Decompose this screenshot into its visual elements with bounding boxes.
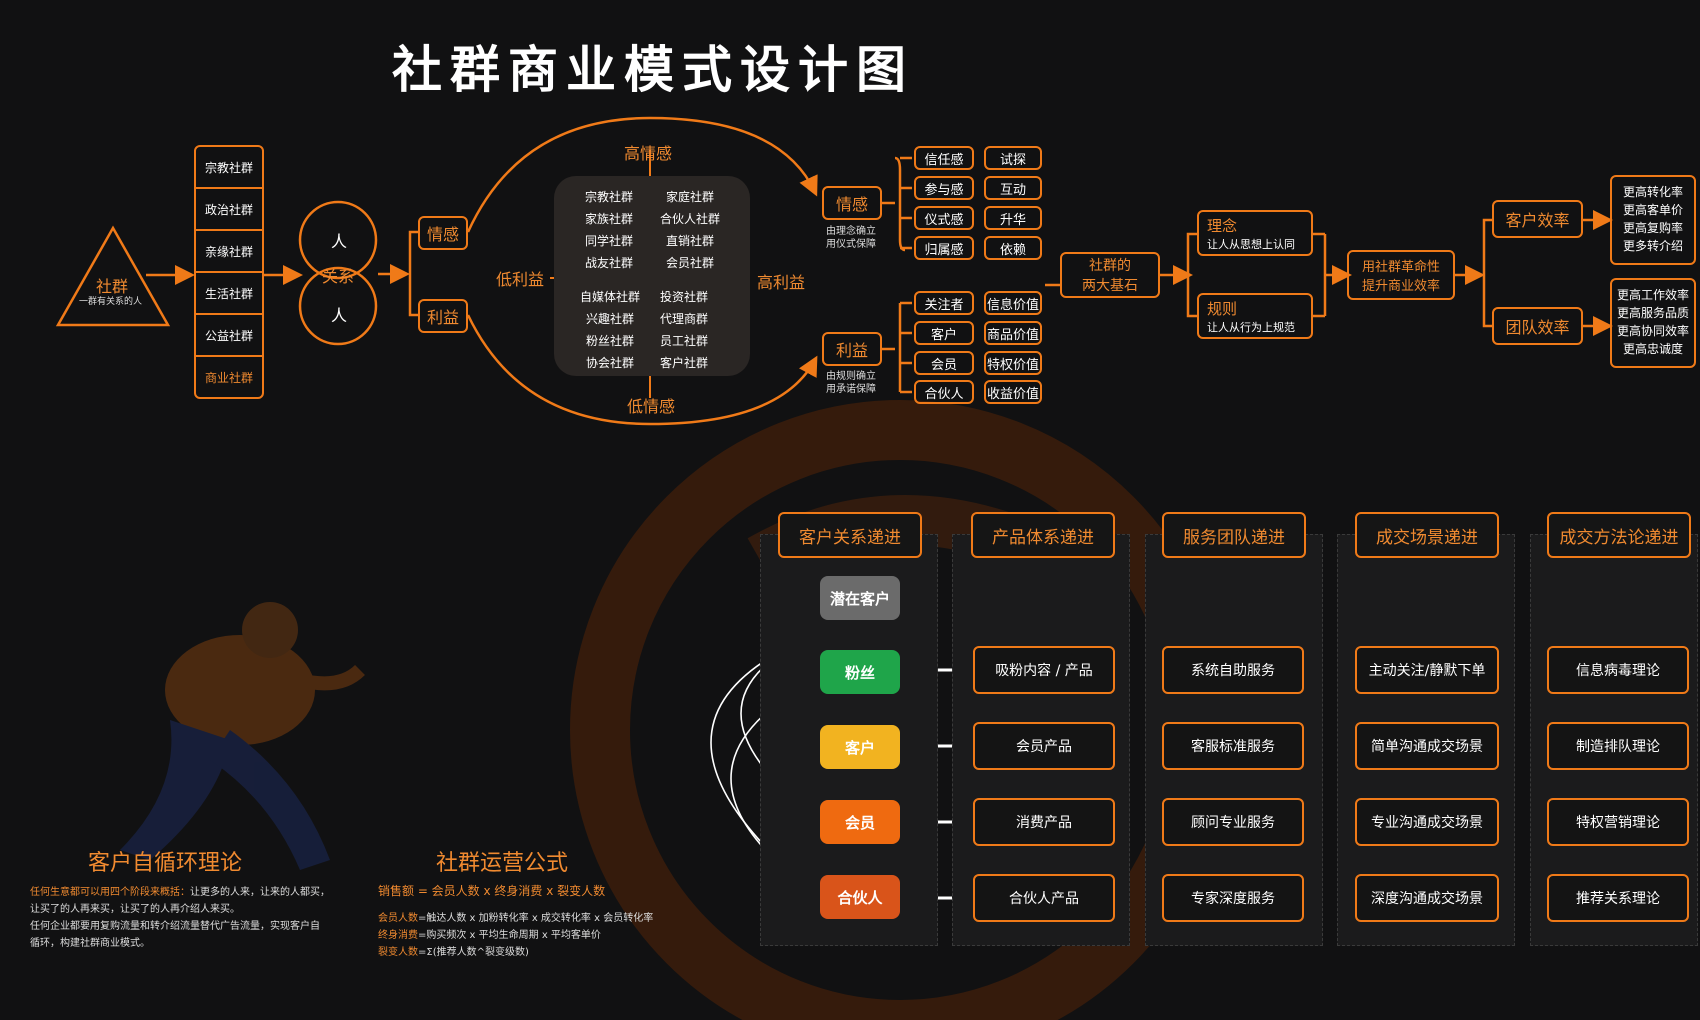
rule-box: 规则 让人从行为上规范: [1197, 293, 1313, 339]
column-head-service: 服务团队递进: [1162, 512, 1306, 558]
interest-pair-right: 信息价值: [984, 291, 1042, 315]
interest-note: 由规则确立用承诺保障: [826, 371, 876, 395]
scene-item: 专业沟通成交场景: [1355, 798, 1499, 846]
service-item: 客服标准服务: [1162, 722, 1304, 770]
interest-pair-left: 客户: [914, 321, 974, 345]
quadrant-tr: 家庭社群合伙人社群直销社群会员社群: [660, 190, 721, 270]
service-item: 系统自助服务: [1162, 646, 1304, 694]
community-types-list: 宗教社群 政治社群 亲缘社群 生活社群 公益社群 商业社群: [194, 145, 264, 399]
team-efficiency-box: 团队效率: [1492, 307, 1583, 345]
interest-box: 利益: [418, 299, 468, 333]
emotion-note: 由理念确立用仪式保障: [826, 226, 876, 250]
node-customer: 客户: [820, 725, 900, 769]
revolution-box: 用社群革命性提升商业效率: [1347, 250, 1455, 300]
low-interest-label: 低利益: [496, 270, 545, 289]
node-member: 会员: [820, 800, 900, 844]
foundation-box: 社群的两大基石: [1060, 252, 1160, 298]
product-item: 会员产品: [973, 722, 1115, 770]
node-partner: 合伙人: [820, 875, 900, 919]
person-top: 人: [331, 232, 348, 251]
team-efficiency-list: 更高工作效率更高服务品质更高协同效率更高忠诚度: [1610, 278, 1696, 368]
type-item: 生活社群: [196, 273, 262, 315]
interest-pair-right: 商品价值: [984, 321, 1042, 345]
type-item: 公益社群: [196, 315, 262, 357]
person-bottom: 人: [331, 306, 348, 325]
type-item: 商业社群: [204, 370, 253, 385]
interest-pair-left: 关注者: [914, 291, 974, 315]
customer-efficiency-list: 更高转化率更高客单价更高复购率更多转介绍: [1610, 175, 1696, 265]
interest-pair-right: 收益价值: [984, 380, 1042, 404]
loop-theory-title: 客户自循环理论: [88, 851, 243, 876]
emotion-box: 情感: [418, 216, 468, 250]
service-item: 顾问专业服务: [1162, 798, 1304, 846]
low-emotion-label: 低情感: [627, 397, 676, 416]
high-emotion-label: 高情感: [624, 144, 673, 163]
customer-efficiency-box: 客户效率: [1492, 200, 1583, 238]
node-potential-customer: 潜在客户: [820, 576, 900, 620]
formula-title: 社群运营公式: [436, 851, 569, 876]
service-item: 专家深度服务: [1162, 874, 1304, 922]
scene-item: 主动关注/静默下单: [1355, 646, 1499, 694]
interest-pair-left: 合伙人: [914, 380, 974, 404]
formula-details: 会员人数=触达人数 x 加粉转化率 x 成交转化率 x 会员转化率 终身消费=购…: [378, 913, 654, 958]
emotion-pair-left: 仪式感: [914, 206, 974, 230]
emotion-pair-right: 试探: [984, 146, 1042, 170]
community-sub: 一群有关系的人: [79, 297, 143, 307]
quadrant-bl: 自媒体社群兴趣社群粉丝社群协会社群: [580, 290, 641, 370]
product-item: 吸粉内容 / 产品: [973, 646, 1115, 694]
type-item: 亲缘社群: [196, 231, 262, 273]
method-item: 制造排队理论: [1547, 722, 1689, 770]
quadrant-tl: 宗教社群家族社群同学社群战友社群: [585, 190, 634, 270]
emotion-pair-left: 归属感: [914, 236, 974, 260]
running-person-illustration: [120, 602, 365, 870]
interest-pair-right: 特权价值: [984, 351, 1042, 375]
emotion-pair-left: 信任感: [914, 146, 974, 170]
type-item: 政治社群: [196, 189, 262, 231]
node-fans: 粉丝: [820, 650, 900, 694]
emotion-pair-right: 互动: [984, 176, 1042, 200]
page-title: 社群商业模式设计图: [392, 41, 914, 99]
emotion-block-box: 情感: [822, 186, 882, 220]
relation-label: 关系: [322, 267, 355, 286]
column-head-method: 成交方法论递进: [1547, 512, 1691, 558]
emotion-pair-right: 依赖: [984, 236, 1042, 260]
product-item: 合伙人产品: [973, 874, 1115, 922]
emotion-pair-left: 参与感: [914, 176, 974, 200]
interest-pair-left: 会员: [914, 351, 974, 375]
scene-item: 简单沟通成交场景: [1355, 722, 1499, 770]
column-head-product: 产品体系递进: [971, 512, 1115, 558]
community-label: 社群: [96, 277, 129, 296]
scene-item: 深度沟通成交场景: [1355, 874, 1499, 922]
type-item: 宗教社群: [196, 147, 262, 189]
method-item: 推荐关系理论: [1547, 874, 1689, 922]
high-interest-label: 高利益: [757, 273, 806, 292]
product-item: 消费产品: [973, 798, 1115, 846]
interest-block-box: 利益: [822, 332, 882, 366]
quadrant-panel: [554, 176, 750, 376]
column-head-scene: 成交场景递进: [1355, 512, 1499, 558]
concept-box: 理念 让人从思想上认同: [1197, 210, 1313, 256]
column-head-customer: 客户关系递进: [778, 512, 922, 558]
quadrant-br: 投资社群代理商群员工社群客户社群: [660, 290, 709, 370]
formula-main: 销售额 = 会员人数 x 终身消费 x 裂变人数: [378, 884, 606, 898]
method-item: 特权营销理论: [1547, 798, 1689, 846]
loop-theory-text: 任何生意都可以用四个阶段来概括：让更多的人来，让来的人都买， 让买了的人再来买，…: [30, 887, 330, 949]
emotion-pair-right: 升华: [984, 206, 1042, 230]
method-item: 信息病毒理论: [1547, 646, 1689, 694]
